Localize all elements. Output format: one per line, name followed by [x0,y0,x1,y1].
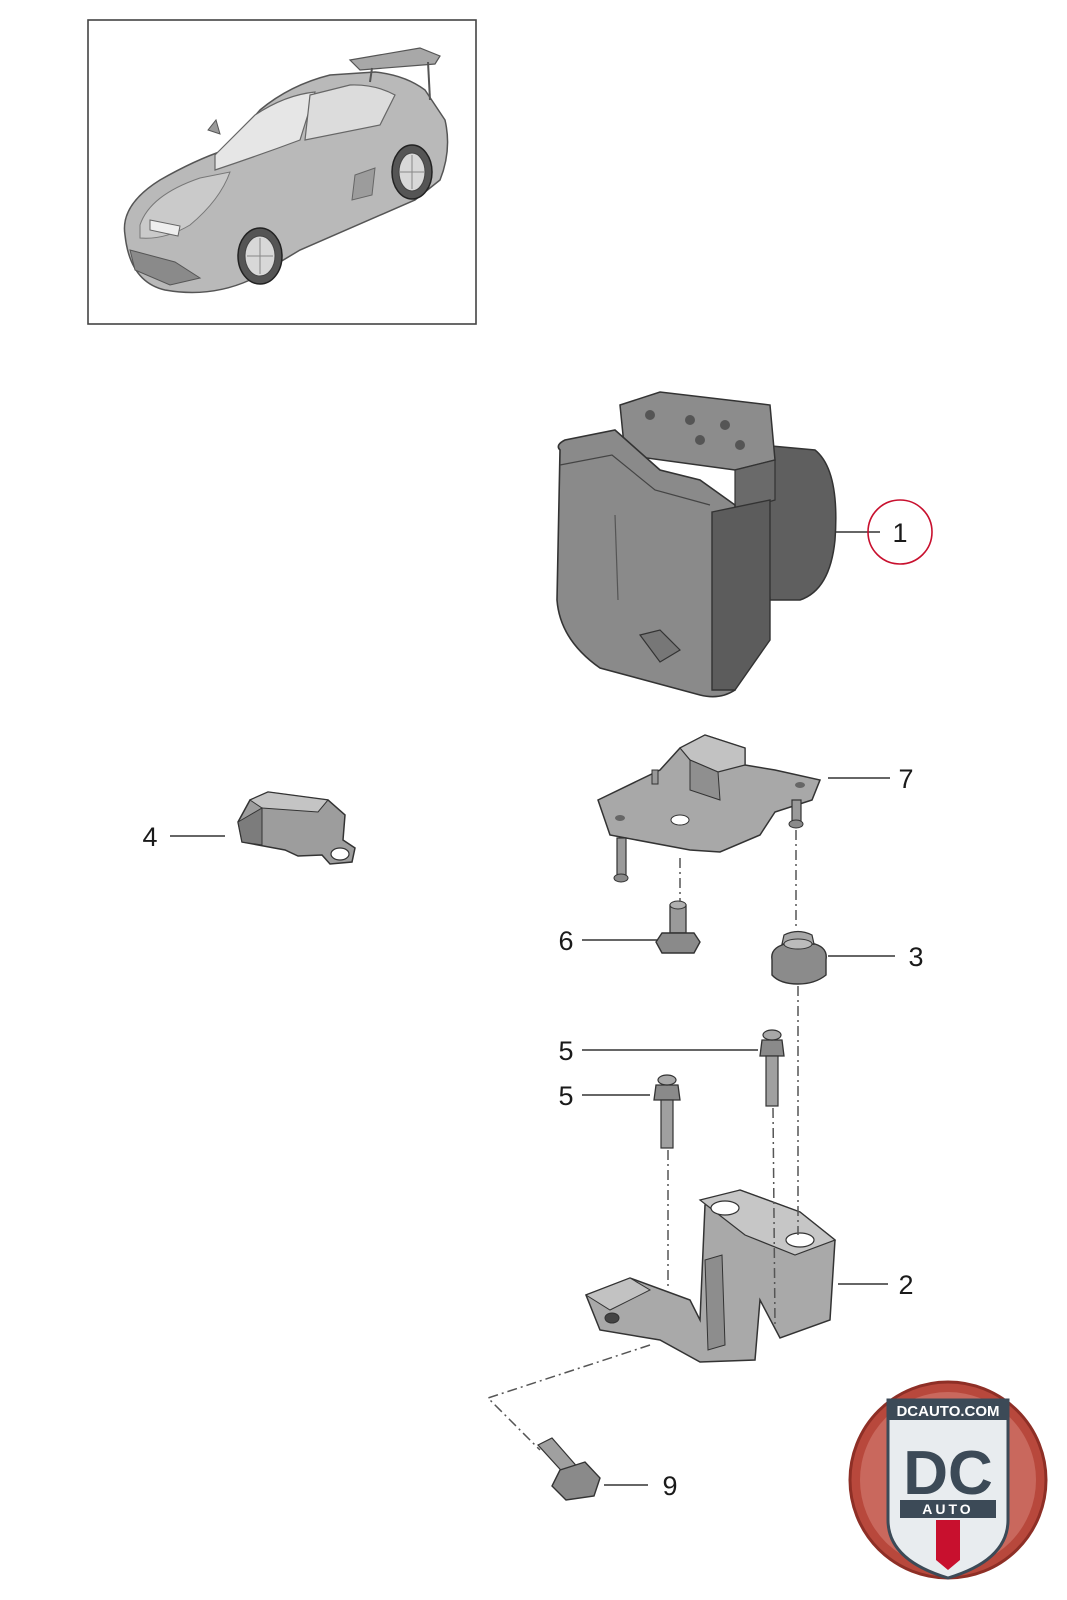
logo-word-bar [900,1500,996,1518]
callout-7: 7 [898,764,913,794]
callout-5-upper: 5 [558,1036,573,1066]
part-3-rubber-mount [771,930,827,985]
part-5-bolt-upper [759,1029,785,1107]
dcauto-logo: DCAUTO.COM DC AUTO [848,1380,1048,1580]
part-6-bolt [655,900,701,954]
car-illustration [123,47,449,294]
callout-5-lower: 5 [558,1081,573,1111]
logo-site-text: DCAUTO.COM [896,1403,999,1420]
part-7-upper-bracket [597,734,822,883]
callout-3: 3 [908,942,923,972]
callout-leaders [170,531,895,1486]
logo-stripe [936,1520,960,1570]
vehicle-thumbnail [87,19,477,325]
logo-word-text: AUTO [922,1501,973,1517]
part-4-sensor [237,791,356,865]
logo-banner [888,1400,1008,1420]
callout-6: 6 [558,926,573,956]
logo-shield [886,1398,1010,1580]
part-5-bolt-lower [653,1074,681,1149]
callout-1-highlight-circle [867,499,933,565]
callout-2: 2 [898,1270,913,1300]
assembly-lines [486,830,799,1451]
part-1-abs-unit [556,391,837,698]
part-9-bolt [537,1437,601,1501]
callout-9: 9 [662,1471,677,1501]
callout-1: 1 [892,518,907,548]
callout-4: 4 [142,822,157,852]
logo-mark-text: DC [903,1439,993,1508]
part-2-lower-bracket [584,1189,837,1363]
